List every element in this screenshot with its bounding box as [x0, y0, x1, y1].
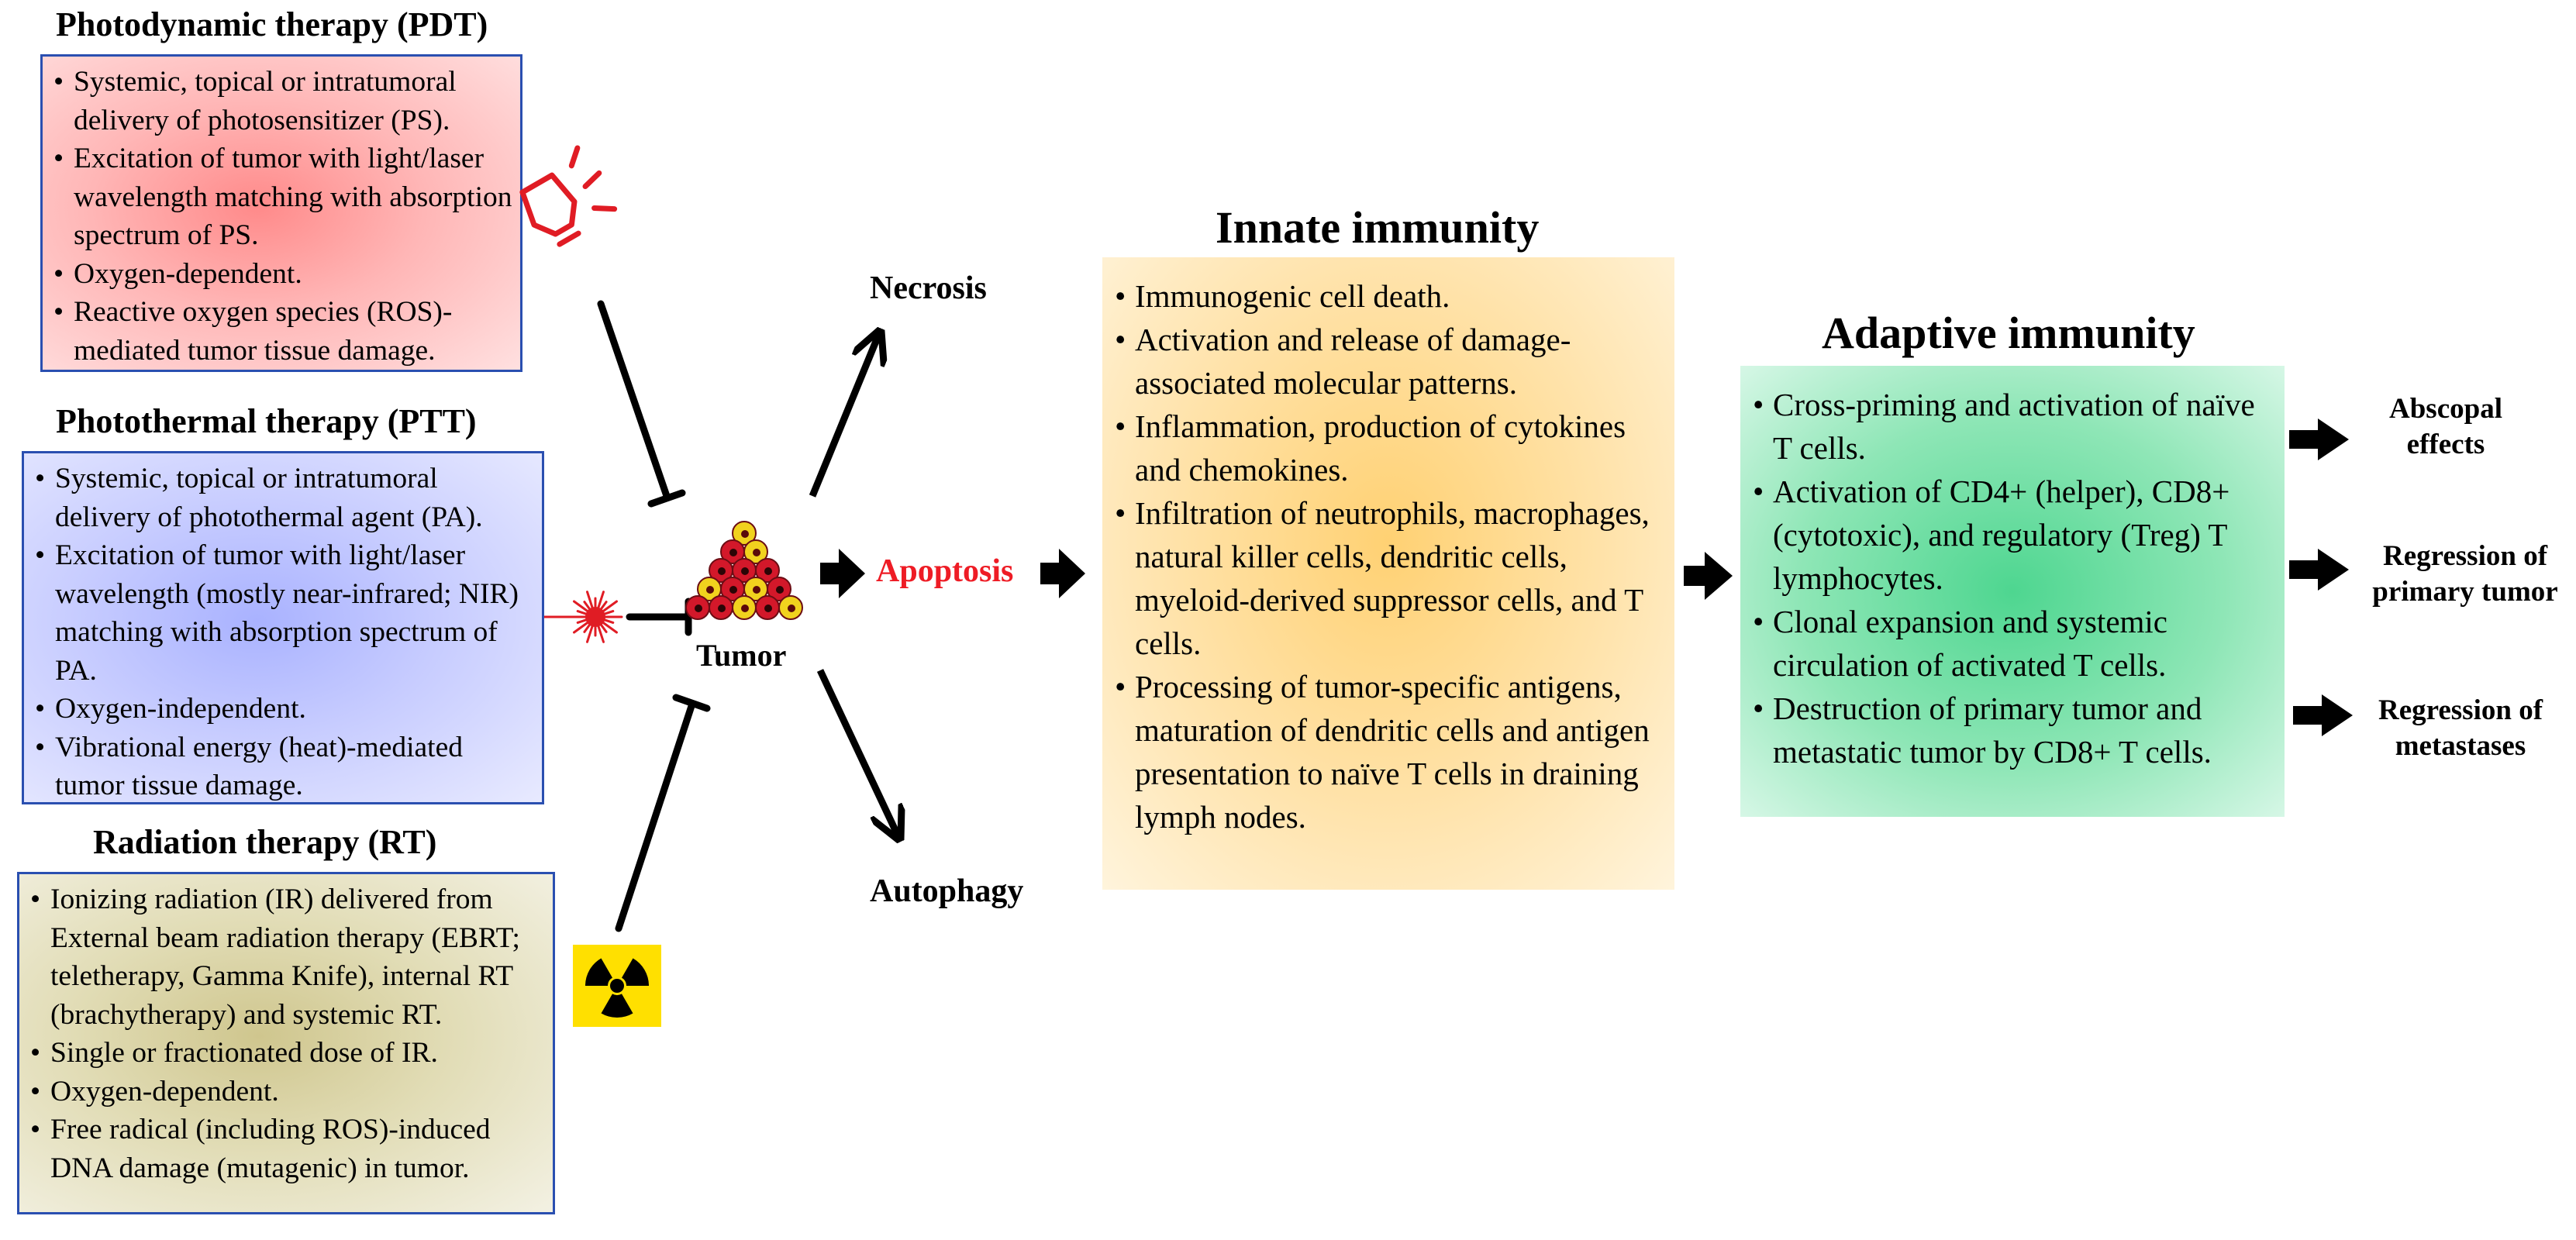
ptt-inhibit-line: [626, 598, 692, 636]
pdt-box: Systemic, topical or intratumoral delive…: [40, 54, 522, 372]
arrow-to-autophagy: [816, 669, 899, 839]
list-item: Immunogenic cell death.: [1112, 274, 1664, 318]
laser-ray-line: [586, 624, 594, 643]
innate-box: Immunogenic cell death. Activation and r…: [1102, 257, 1674, 890]
arrow-to-primary: [2289, 549, 2349, 591]
laser-burst-icon: [567, 591, 623, 643]
tumor-cell-nucleus: [753, 586, 760, 594]
rt-list: Ionizing radiation (IR) delivered from E…: [27, 880, 545, 1187]
list-item: Oxygen-dependent.: [50, 255, 512, 294]
laser-ray-line: [602, 600, 618, 613]
rt-inhibit-line: [615, 694, 711, 932]
list-item: Clonal expansion and systemic circulatio…: [1750, 600, 2274, 687]
flashlight-icon: [519, 145, 618, 247]
list-item: Free radical (including ROS)-induced DNA…: [27, 1111, 545, 1187]
list-item: Reactive oxygen species (ROS)-mediated t…: [50, 293, 512, 370]
ptt-list: Systemic, topical or intratumoral delive…: [32, 460, 534, 805]
laser-ray-line: [602, 618, 615, 624]
arrow-innate-to-adaptive: [1684, 552, 1733, 600]
arrow-tumor-to-apoptosis: [820, 549, 865, 598]
list-item: Activation of CD4+ (helper), CD8+ (cytot…: [1750, 470, 2274, 600]
list-item: Excitation of tumor with light/laser wav…: [32, 536, 534, 690]
tumor-cell-nucleus: [741, 530, 749, 538]
laser-ray-line: [573, 621, 589, 634]
pdt-list: Systemic, topical or intratumoral delive…: [50, 63, 512, 370]
list-item: Vibrational energy (heat)-mediated tumor…: [32, 728, 534, 805]
tumor-cell-nucleus: [764, 567, 772, 575]
tumor-cell-nucleus: [741, 604, 749, 612]
outcome-metastases-regression: Regression of metastases: [2378, 694, 2543, 762]
tumor-cell-nucleus: [764, 604, 772, 612]
list-item: Single or fractionated dose of IR.: [27, 1034, 545, 1073]
laser-ray-line: [597, 624, 605, 643]
laser-ray-line: [599, 601, 608, 611]
necrosis-label: Necrosis: [870, 270, 987, 306]
tumor-label: Tumor: [696, 638, 787, 673]
tumor-cell-nucleus: [741, 567, 749, 575]
laser-ray-line: [573, 600, 589, 613]
list-item: Activation and release of damage-associa…: [1112, 318, 1664, 405]
tumor-cell-nucleus: [718, 567, 726, 575]
list-item: Processing of tumor-specific antigens, m…: [1112, 665, 1664, 839]
list-item: Destruction of primary tumor and metasta…: [1750, 687, 2274, 773]
arrow-to-necrosis: [809, 332, 880, 498]
laser-ray-line: [586, 591, 594, 610]
adaptive-list: Cross-priming and activation of naïve T …: [1750, 383, 2274, 773]
innate-list: Immunogenic cell death. Activation and r…: [1112, 274, 1664, 839]
outcome-abscopal: Abscopal effects: [2389, 393, 2502, 460]
ptt-box: Systemic, topical or intratumoral delive…: [22, 451, 544, 804]
laser-ray-line: [597, 591, 605, 610]
outcome-primary-regression: Regression of primary tumor: [2372, 540, 2558, 608]
adaptive-title: Adaptive immunity: [1822, 308, 2195, 358]
laser-ray-line: [602, 621, 618, 634]
rt-title: Radiation therapy (RT): [93, 823, 437, 861]
tumor-cell-nucleus: [788, 604, 795, 612]
tumor-cell-nucleus: [706, 586, 714, 594]
laser-ray-line: [576, 610, 588, 615]
arrow-to-abscopal: [2289, 418, 2349, 460]
apoptosis-label: Apoptosis: [876, 553, 1014, 589]
list-item: Oxygen-dependent.: [27, 1073, 545, 1111]
rt-box: Ionizing radiation (IR) delivered from E…: [17, 872, 555, 1214]
tumor-cell-cluster-icon: [685, 521, 803, 620]
laser-ray-line: [599, 623, 608, 633]
laser-ray-line: [583, 623, 591, 633]
list-item: Inflammation, production of cytokines an…: [1112, 405, 1664, 491]
tumor-cell-nucleus: [718, 604, 726, 612]
tumor-cell-nucleus: [753, 549, 760, 556]
radiation-hazard-icon: [573, 945, 661, 1027]
ptt-title: Photothermal therapy (PTT): [56, 402, 477, 440]
list-item: Cross-priming and activation of naïve T …: [1750, 383, 2274, 470]
list-item: Excitation of tumor with light/laser wav…: [50, 140, 512, 255]
laser-ray-line: [576, 618, 588, 624]
innate-title: Innate immunity: [1216, 202, 1540, 253]
laser-core: [585, 607, 605, 627]
tumor-cell-nucleus: [729, 549, 737, 556]
autophagy-label: Autophagy: [870, 873, 1024, 909]
list-item: Systemic, topical or intratumoral delive…: [50, 63, 512, 140]
pdt-title: Photodynamic therapy (PDT): [56, 5, 488, 43]
tumor-cell-nucleus: [729, 586, 737, 594]
laser-ray-line: [602, 610, 615, 615]
list-item: Systemic, topical or intratumoral delive…: [32, 460, 534, 536]
list-item: Infiltration of neutrophils, macrophages…: [1112, 491, 1664, 665]
adaptive-box: Cross-priming and activation of naïve T …: [1740, 366, 2285, 817]
laser-ray-line: [583, 601, 591, 611]
arrow-to-metastases: [2293, 694, 2353, 736]
pdt-inhibit-line: [597, 300, 686, 508]
tumor-cell-nucleus: [776, 586, 784, 594]
arrow-apoptosis-to-innate: [1040, 549, 1085, 598]
list-item: Ionizing radiation (IR) delivered from E…: [27, 880, 545, 1034]
list-item: Oxygen-independent.: [32, 690, 534, 728]
tumor-cell-nucleus: [695, 604, 702, 612]
